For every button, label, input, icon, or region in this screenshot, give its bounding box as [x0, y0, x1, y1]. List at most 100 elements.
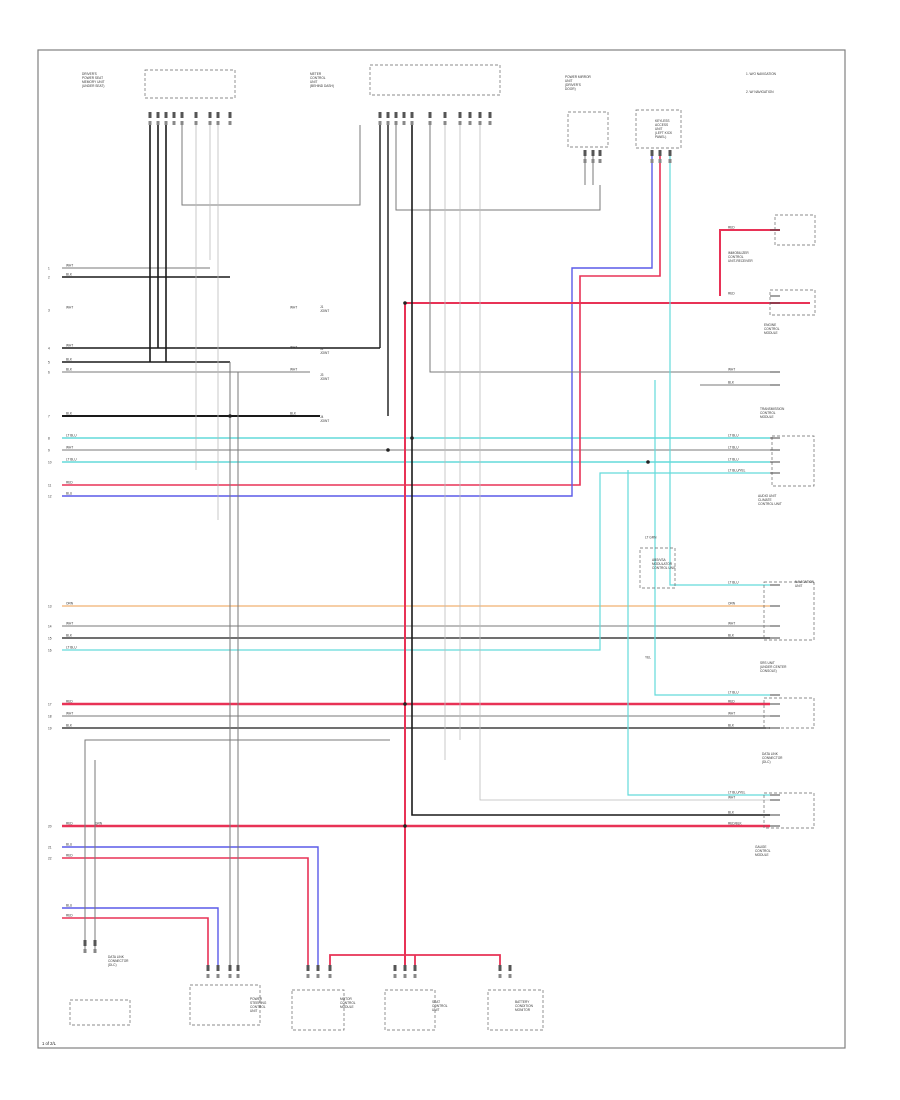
connector-c2-pin-10	[478, 112, 482, 118]
connector-c1-pin-8	[216, 112, 220, 118]
wire-tag-mid-4: BLK	[290, 412, 297, 416]
row-number-r5: 5	[48, 361, 50, 365]
box-c3	[567, 111, 609, 148]
row-number-r18: 18	[48, 715, 52, 719]
connector-c1-terminal-1	[148, 121, 152, 125]
connector-c2-pin-5	[410, 112, 414, 118]
wire-tag-right-10: ORN	[728, 602, 736, 606]
wire-tag-right-9: LT BLU	[728, 581, 739, 585]
connector-c15-terminal-3	[413, 974, 417, 978]
box-c1	[144, 69, 236, 99]
connector-c14-pin-1	[306, 965, 310, 971]
wire-tag-right-6: LT BLU	[728, 446, 739, 450]
wire-v-k6	[411, 125, 770, 816]
connector-c3-pin-3	[598, 150, 602, 156]
wire-tag-right-19: BLK	[728, 811, 735, 815]
wire-tag-right-2: RED	[728, 292, 735, 296]
wire-ltblue-v1	[669, 150, 770, 586]
wire-tag-left-2: BLK	[66, 273, 73, 277]
row-number-r13: 13	[48, 605, 52, 609]
wire-tag-left-18: WHT	[66, 712, 73, 716]
connector-c2-pin-8	[458, 112, 462, 118]
connector-c2-pin-7	[443, 112, 447, 118]
wire-tag-right-5: LT BLU	[728, 434, 739, 438]
connector-c17-terminal-2	[93, 949, 97, 953]
connector-c2-terminal-4	[402, 121, 406, 125]
connector-c3-pin-1	[583, 150, 587, 156]
row-number-r19: 19	[48, 727, 52, 731]
connector-pin-layer	[83, 112, 780, 978]
connector-c14-terminal-3	[328, 974, 332, 978]
connector-c15-pin-1	[393, 965, 397, 971]
wire-tag-right-4: BLK	[728, 381, 735, 385]
row-number-r14: 14	[48, 625, 52, 629]
connector-c14-pin-2	[316, 965, 320, 971]
wire-tag-left-21: BLU	[66, 843, 73, 847]
wire-tag-right-11: WHT	[728, 622, 735, 626]
wire-tag-left-10: LT BLU	[66, 458, 77, 462]
connector-c1-terminal-8	[216, 121, 220, 125]
connector-c13-terminal-1	[206, 974, 210, 978]
connector-c1-terminal-9	[228, 121, 232, 125]
wire-v-g1	[181, 125, 361, 206]
connector-c2-terminal-11	[488, 121, 492, 125]
legend-item-2: 2. W/ NAVIGATION	[746, 90, 774, 94]
row-number-r12: 12	[48, 495, 52, 499]
row-number-r21: 21	[48, 846, 52, 850]
connector-c1-terminal-2	[156, 121, 160, 125]
connector-c16-terminal-2	[508, 974, 512, 978]
wire-v-lg6	[479, 125, 770, 801]
connector-c15-pin-3	[413, 965, 417, 971]
connector-c2-terminal-3	[394, 121, 398, 125]
wire-tag-left-7: BLK	[66, 412, 73, 416]
box-c10	[763, 697, 815, 729]
connector-c16-pin-1	[498, 965, 502, 971]
wire-tag-right-7: LT BLU	[728, 458, 739, 462]
connector-c13-pin-4	[236, 965, 240, 971]
wire-tag-left-11: RED	[66, 481, 73, 485]
wire-red-r24	[62, 917, 209, 965]
connector-c3-terminal-1	[583, 159, 587, 163]
wire-tag-right-8: LT BLU/YEL	[728, 469, 746, 473]
wire-red-r11	[62, 150, 661, 486]
wire-tag-right-1: RED	[728, 226, 735, 230]
row-number-r7: 7	[48, 415, 50, 419]
wire-v-g6	[84, 739, 390, 950]
connector-c2-pin-4	[402, 112, 406, 118]
splice-dot-1	[403, 301, 407, 305]
wire-blue-r12	[62, 150, 653, 497]
connector-c4-terminal-3	[668, 159, 672, 163]
wire-tag-left-20: RED	[66, 822, 73, 826]
connector-c1-terminal-3	[164, 121, 168, 125]
row-number-r4: 4	[48, 347, 50, 351]
wire-tag-right-18: WHT	[728, 796, 735, 800]
connector-c13-pin-2	[216, 965, 220, 971]
connector-c3-terminal-3	[598, 159, 602, 163]
connector-c16-pin-2	[508, 965, 512, 971]
box-c2	[369, 64, 501, 96]
wire-tag-right-20: RED/BLK	[728, 822, 743, 826]
wire-tag-left-14: WHT	[66, 622, 73, 626]
legend-item-1: 1. W/O NAVIGATION	[746, 72, 777, 76]
connector-c1-pin-1	[148, 112, 152, 118]
box-c13	[189, 984, 261, 1026]
connector-c2-pin-2	[386, 112, 390, 118]
row-number-r20: 20	[48, 825, 52, 829]
connector-c16-terminal-1	[498, 974, 502, 978]
connector-c2-terminal-1	[378, 121, 382, 125]
wire-tag-left-22: RED	[66, 854, 73, 858]
wire-tag-left-16: LT BLU	[66, 646, 77, 650]
row-number-r22: 22	[48, 857, 52, 861]
connector-c17-terminal-1	[83, 949, 87, 953]
connector-c2-pin-1	[378, 112, 382, 118]
wire-tag-left-8: LT BLU	[66, 434, 77, 438]
wire-tag-right-3: WHT	[728, 368, 735, 372]
connector-c1-terminal-4	[172, 121, 176, 125]
